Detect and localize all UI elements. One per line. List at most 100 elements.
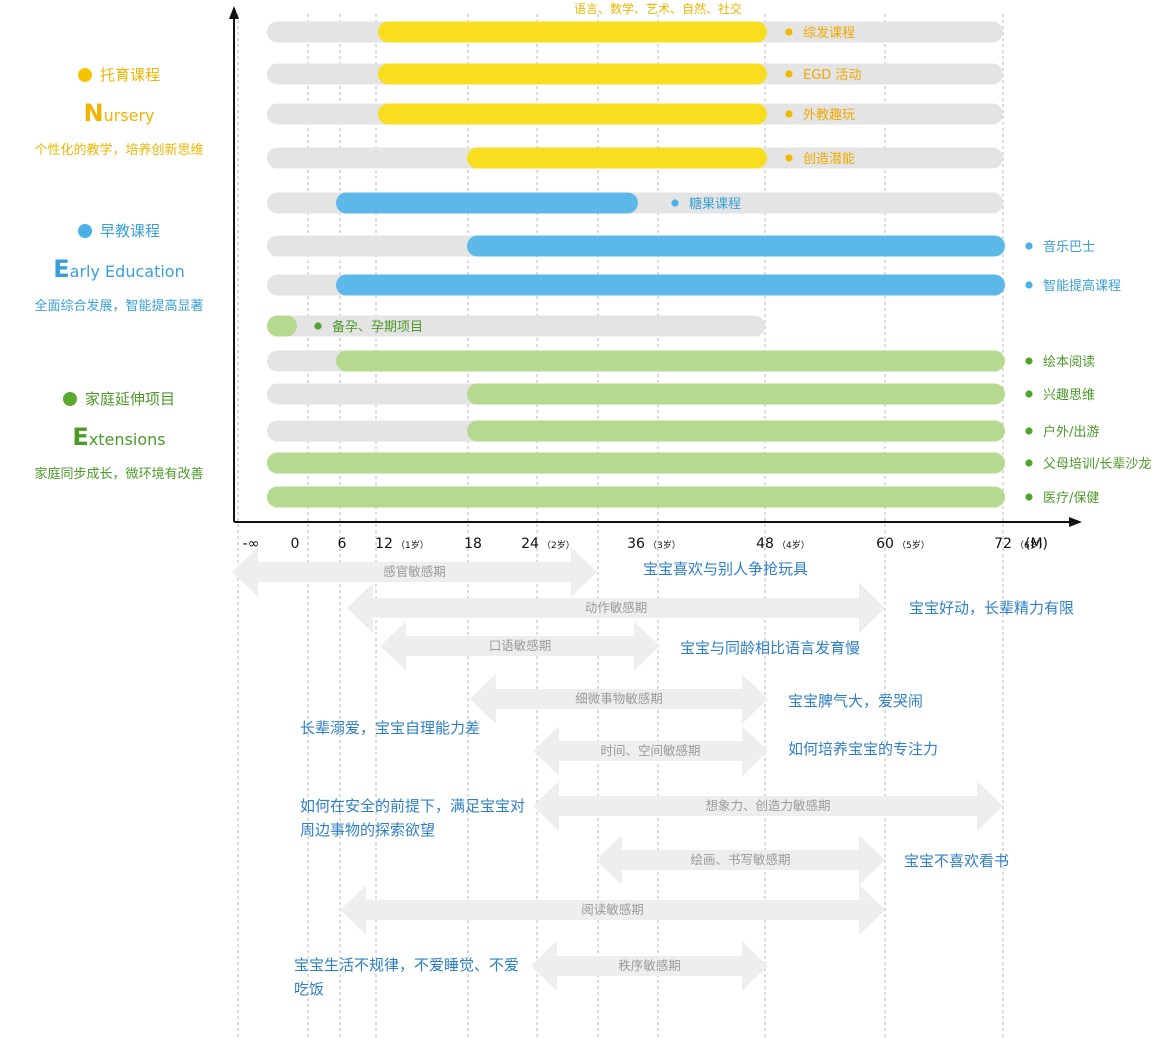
program-bar-8 xyxy=(336,350,1005,372)
x-tick-sublabel-7: （4岁） xyxy=(777,539,810,551)
program-dot-icon-5 xyxy=(1025,242,1033,250)
legend-early: 早教课程 Early Education 全面综合发展，智能提高显著 xyxy=(4,220,234,314)
legend-early-label: 早教课程 xyxy=(99,222,160,240)
legend-early-en-initial: E xyxy=(53,255,70,283)
program-label-1: EGD 活动 xyxy=(803,68,861,83)
x-axis-arrow-icon xyxy=(1069,517,1082,527)
program-dot-icon-6 xyxy=(1025,281,1033,289)
period-label-0: 感官敏感期 xyxy=(383,564,446,579)
blue-dot-icon xyxy=(77,223,92,238)
program-bar-0 xyxy=(378,21,767,43)
legend-nursery-en-rest: ursery xyxy=(103,106,155,125)
x-tick-label-7: 48 xyxy=(756,536,774,552)
legend-early-desc: 全面综合发展，智能提高显著 xyxy=(34,299,204,314)
period-label-4: 时间、空间敏感期 xyxy=(600,743,700,758)
legend-nursery: 托育课程 Nursery 个性化的教学，培养创新思维 xyxy=(4,64,234,158)
program-label-12: 医疗/保健 xyxy=(1043,491,1099,506)
x-tick-label-3: 12 xyxy=(375,536,393,552)
program-label-11: 父母培训/长辈沙龙 xyxy=(1043,456,1151,472)
note-explore-line1: 如何在安全的前提下，满足宝宝对 xyxy=(300,797,526,815)
note-explore-line2: 周边事物的探索欲望 xyxy=(300,821,436,839)
period-label-3: 细微事物敏感期 xyxy=(575,691,663,706)
period-arrow-5 xyxy=(533,781,1003,831)
period-label-7: 阅读敏感期 xyxy=(581,902,644,917)
note-focus: 如何培养宝宝的专注力 xyxy=(788,740,939,758)
program-dot-icon-0 xyxy=(785,28,793,36)
program-label-4: 糖果课程 xyxy=(689,196,741,212)
legend-early-title: 早教课程 xyxy=(4,220,234,241)
program-track-7 xyxy=(267,315,765,337)
x-tick-label-9: 72 xyxy=(994,536,1012,552)
x-tick-sublabel-8: （5岁） xyxy=(897,539,930,551)
x-tick-label-8: 60 xyxy=(876,536,894,552)
legend-extensions-label: 家庭延伸项目 xyxy=(84,390,175,408)
program-dot-icon-9 xyxy=(1025,390,1033,398)
program-label-2: 外教趣玩 xyxy=(803,107,855,123)
legend-nursery-en: Nursery xyxy=(4,99,234,127)
program-dot-icon-4 xyxy=(671,199,679,207)
legend-extensions-en-rest: xtensions xyxy=(88,430,166,449)
legend-extensions-en-initial: E xyxy=(72,423,89,451)
legend-extensions-title: 家庭延伸项目 xyxy=(4,388,234,409)
program-bar-7 xyxy=(267,315,297,337)
program-bar-10 xyxy=(467,420,1005,442)
legend-extensions: 家庭延伸项目 Extensions 家庭同步成长，微环境有改善 xyxy=(4,388,234,482)
program-label-8: 绘本阅读 xyxy=(1043,355,1095,370)
period-label-2: 口语敏感期 xyxy=(489,638,552,653)
period-arrow-0 xyxy=(232,547,597,597)
period-label-1: 动作敏感期 xyxy=(585,600,648,615)
x-tick-label-6: 36 xyxy=(627,536,645,552)
note-temper: 宝宝脾气大，爱哭闹 xyxy=(788,692,924,710)
x-tick-label-4: 18 xyxy=(464,536,482,552)
period-arrow-1 xyxy=(347,583,885,633)
note-language-slow: 宝宝与同龄相比语言发育慢 xyxy=(680,639,861,657)
program-dot-icon-8 xyxy=(1025,357,1033,365)
yellow-dot-icon xyxy=(77,67,92,82)
program-label-3: 创造潜能 xyxy=(803,152,855,167)
x-tick-sublabel-5: （2岁） xyxy=(542,539,575,551)
legend-nursery-title: 托育课程 xyxy=(4,64,234,85)
program-bar-12 xyxy=(267,486,1005,508)
legend-extensions-desc: 家庭同步成长，微环境有改善 xyxy=(34,467,204,482)
program-label-6: 智能提高课程 xyxy=(1043,278,1121,294)
period-arrow-2 xyxy=(380,621,660,671)
program-dot-icon-7 xyxy=(314,322,322,330)
program-bar-3 xyxy=(467,147,767,169)
note-no-books: 宝宝不喜欢看书 xyxy=(904,852,1010,870)
program-label-7: 备孕、孕期项目 xyxy=(332,319,423,335)
program-bar-6 xyxy=(336,274,1005,296)
period-arrow-3 xyxy=(470,674,768,724)
program-label-5: 音乐巴士 xyxy=(1043,239,1095,255)
gridlines xyxy=(237,14,1004,1040)
top-annotation: 语言、数学、艺术、自然、社交 xyxy=(574,1,742,16)
program-bar-9 xyxy=(467,383,1005,405)
program-bar-1 xyxy=(378,63,767,85)
legend-nursery-en-initial: N xyxy=(83,99,104,127)
period-arrow-8 xyxy=(531,941,768,991)
note-irregular-line1: 宝宝生活不规律，不爱睡觉、不爱 xyxy=(294,956,520,974)
period-arrow-7 xyxy=(340,885,885,935)
program-dot-icon-10 xyxy=(1025,427,1033,435)
legend-extensions-en: Extensions xyxy=(4,423,234,451)
x-tick-label-2: 6 xyxy=(338,536,347,552)
program-dot-icon-11 xyxy=(1025,459,1033,467)
program-labels: 综发课程 EGD 活动外教趣玩创造潜能糖果课程音乐巴士智能提高课程备孕、孕期项目绘… xyxy=(314,25,1151,506)
x-tick-label-5: 24 xyxy=(521,536,539,552)
note-toy-grabbing: 宝宝喜欢与别人争抢玩具 xyxy=(643,560,809,578)
period-label-8: 秩序敏感期 xyxy=(618,958,681,973)
program-bar-5 xyxy=(467,235,1005,257)
program-dot-icon-3 xyxy=(785,154,793,162)
program-bar-4 xyxy=(336,192,638,214)
period-arrow-4 xyxy=(533,726,768,776)
period-arrow-6 xyxy=(596,835,885,885)
green-dot-icon xyxy=(62,391,77,406)
period-label-5: 想象力、创造力敏感期 xyxy=(705,798,830,813)
program-dot-icon-2 xyxy=(785,110,793,118)
legend-nursery-label: 托育课程 xyxy=(99,66,160,84)
axes xyxy=(229,6,1082,527)
program-label-9: 兴趣思维 xyxy=(1043,388,1095,403)
x-tick-sublabel-9: （6岁） xyxy=(1015,539,1048,551)
program-label-0: 综发课程 xyxy=(803,25,855,41)
